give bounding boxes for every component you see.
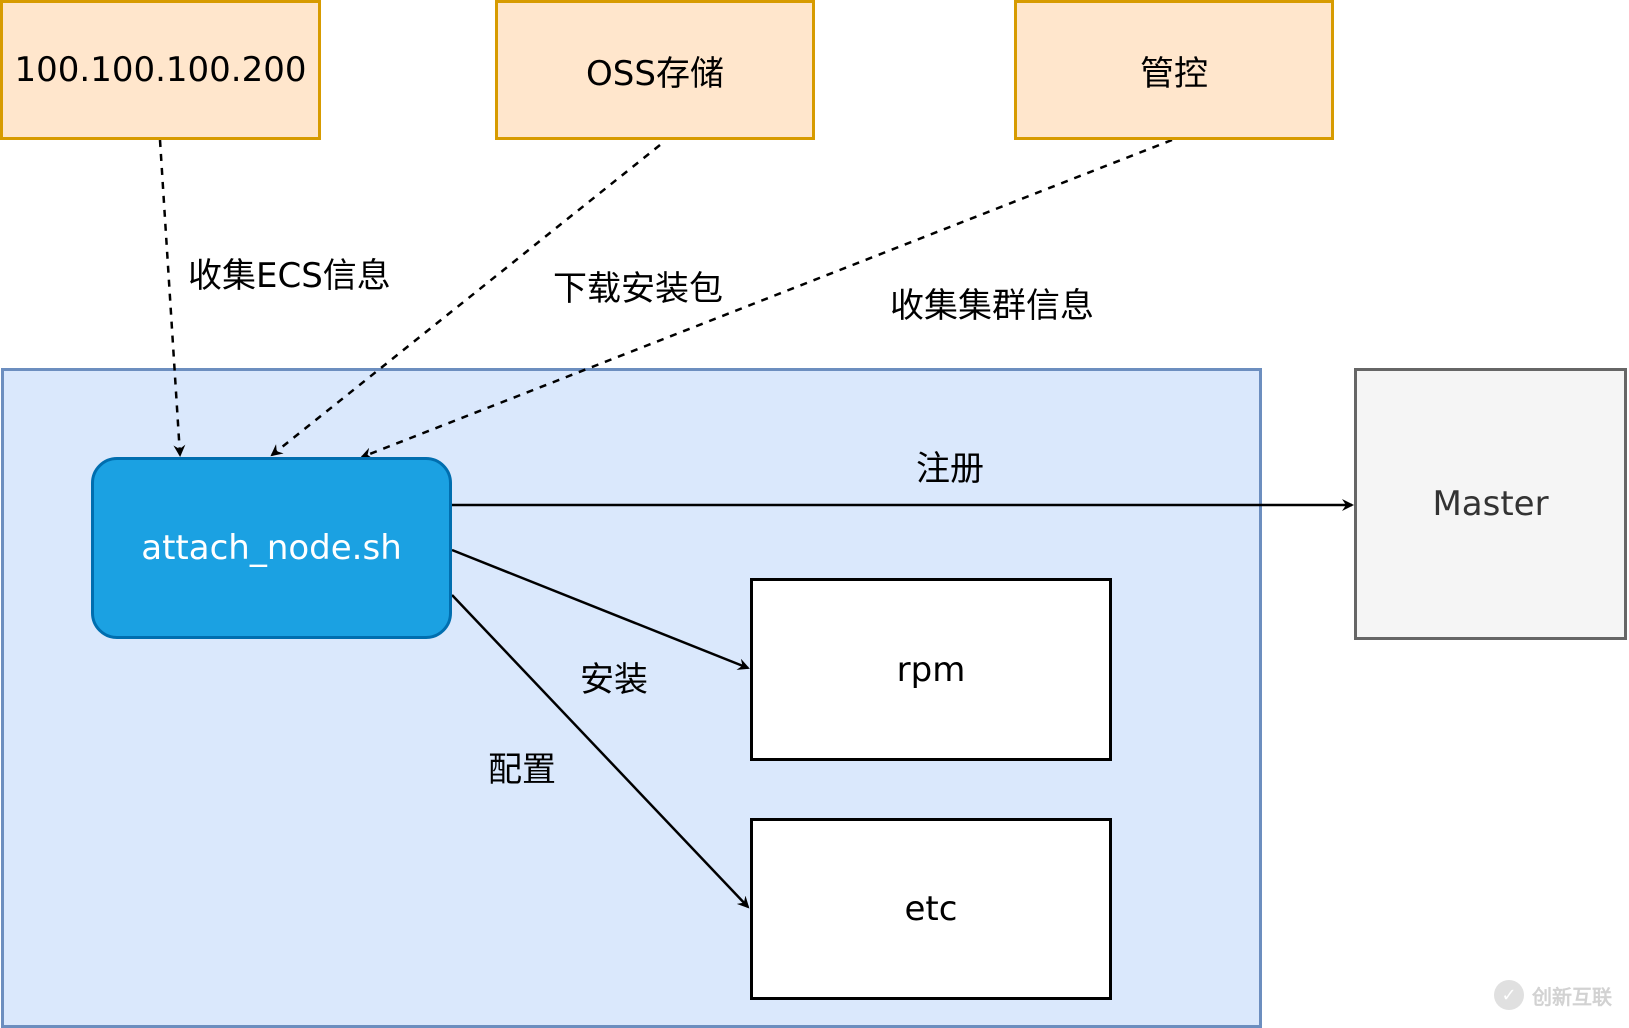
rpm-box[interactable]: rpm	[750, 578, 1112, 761]
watermark-text: 创新互联	[1532, 984, 1612, 1009]
edge-label-download-pkg: 下载安装包	[553, 269, 723, 309]
metadata-service-label: 100.100.100.200	[14, 50, 307, 90]
edge-label-install: 安装	[580, 660, 648, 700]
rpm-label: rpm	[896, 649, 966, 690]
edge-label-collect-cluster: 收集集群信息	[890, 286, 1094, 326]
oss-storage-label: OSS存储	[586, 53, 724, 94]
edge-collect-ecs	[158, 139, 186, 457]
oss-storage-box[interactable]: OSS存储	[495, 0, 815, 140]
master-box[interactable]: Master	[1354, 368, 1627, 640]
edge-install	[451, 548, 750, 670]
edge-label-collect-ecs: 收集ECS信息	[188, 256, 391, 296]
edge-collect-cluster	[360, 138, 1173, 459]
edge-label-register: 注册	[916, 449, 984, 489]
master-label: Master	[1432, 484, 1549, 524]
control-plane-label: 管控	[1140, 53, 1208, 94]
watermark: ✓ 创新互联	[1494, 980, 1612, 1010]
edge-label-configure: 配置	[488, 750, 556, 790]
attach-node-script-box[interactable]: attach_node.sh	[91, 457, 452, 639]
logo-icon: ✓	[1494, 980, 1524, 1010]
etc-box[interactable]: etc	[750, 818, 1112, 1000]
control-plane-box[interactable]: 管控	[1014, 0, 1334, 140]
metadata-service-box[interactable]: 100.100.100.200	[0, 0, 321, 140]
etc-label: etc	[904, 889, 958, 929]
attach-node-script-label: attach_node.sh	[141, 528, 402, 568]
edge-configure	[451, 594, 750, 909]
